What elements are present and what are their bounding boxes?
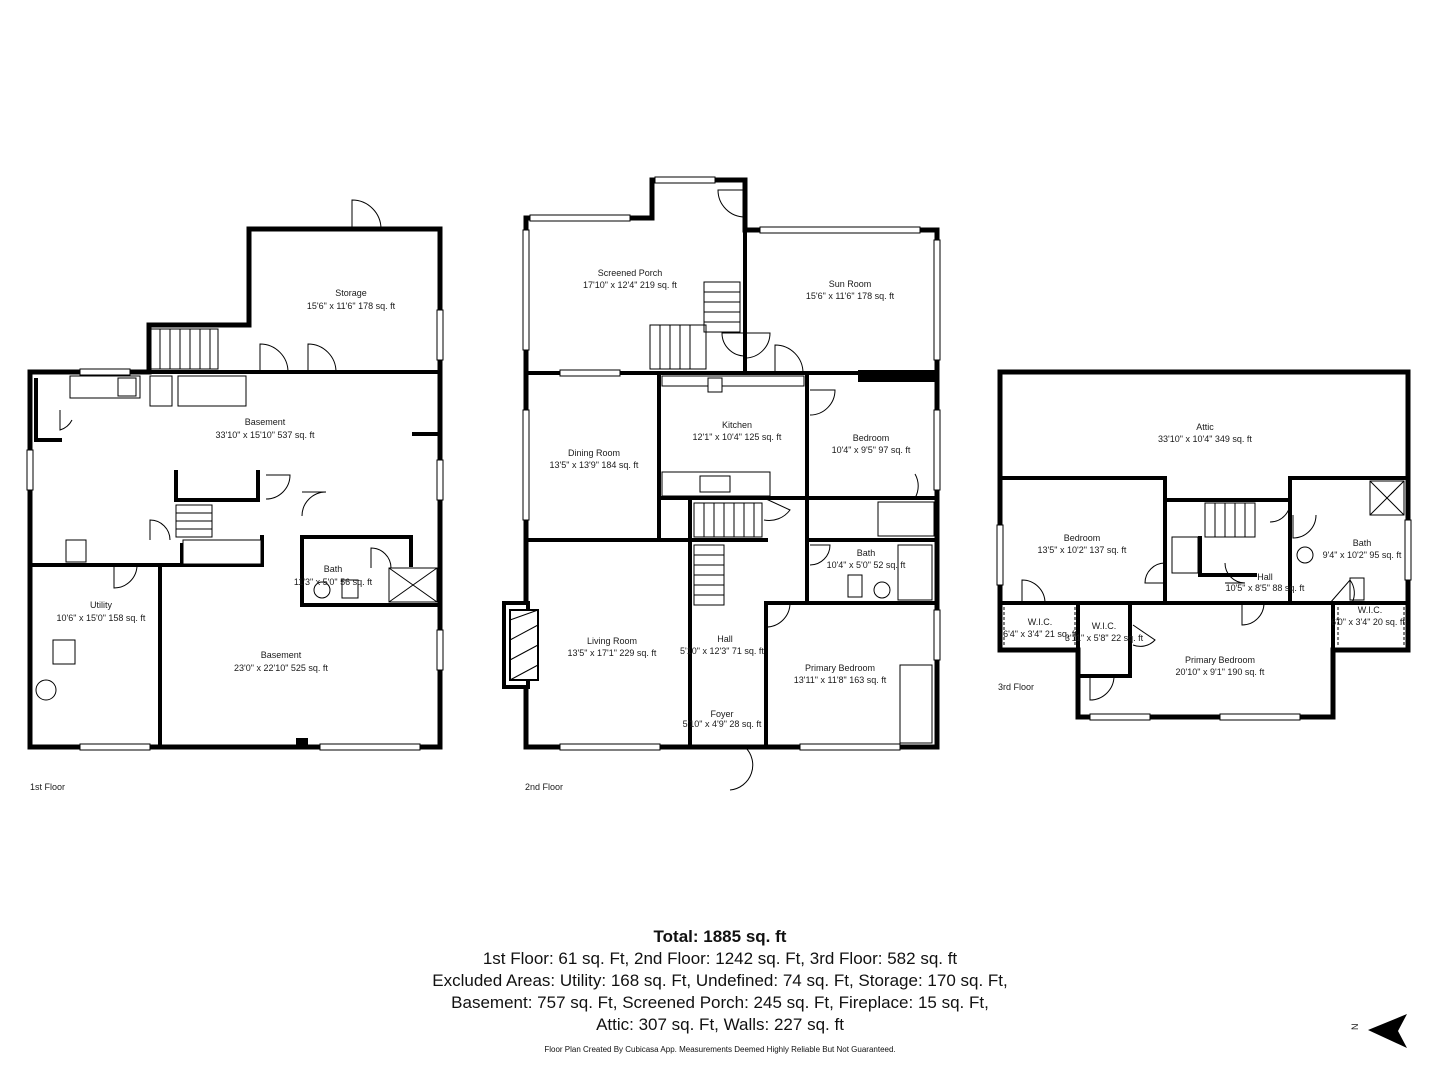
room-dims-hall-3: 10'5" x 8'5" 88 sq. ft <box>1226 583 1305 593</box>
room-name-utility: Utility <box>90 600 112 610</box>
room-dims-storage: 15'6" x 11'6" 178 sq. ft <box>307 301 396 311</box>
room-name-basement-upper: Basement <box>245 417 286 427</box>
summary-line: 1st Floor: 61 sq. Ft, 2nd Floor: 1242 sq… <box>482 949 958 968</box>
credit-note: Floor Plan Created By Cubicasa App. Meas… <box>544 1045 896 1054</box>
room-dims-living-room: 13'5" x 17'1" 229 sq. ft <box>568 648 657 658</box>
room-dims-sun-room: 15'6" x 11'6" 178 sq. ft <box>806 291 895 301</box>
room-name-living-room: Living Room <box>587 636 637 646</box>
floor-label-1st: 1st Floor <box>30 782 65 792</box>
summary-line: Basement: 757 sq. Ft, Screened Porch: 24… <box>451 993 989 1012</box>
room-name-wic-2: W.I.C. <box>1092 621 1117 631</box>
first-floor-plan <box>26 199 444 751</box>
room-dims-utility: 10'6" x 15'0" 158 sq. ft <box>57 613 146 623</box>
room-dims-foyer: 5'10" x 4'9" 28 sq. ft <box>683 719 762 729</box>
total-area: Total: 1885 sq. ft <box>653 927 787 946</box>
room-dims-bath-2: 10'4" x 5'0" 52 sq. ft <box>827 560 906 570</box>
room-name-primary-bedroom-2: Primary Bedroom <box>805 663 875 673</box>
room-dims-basement-upper: 33'10" x 15'10" 537 sq. ft <box>216 430 315 440</box>
area-summary: Total: 1885 sq. ft 1st Floor: 61 sq. Ft,… <box>300 926 1140 1036</box>
room-name-bedroom-2: Bedroom <box>853 433 890 443</box>
room-dims-dining-room: 13'5" x 13'9" 184 sq. ft <box>550 460 639 470</box>
room-dims-bath-3: 9'4" x 10'2" 95 sq. ft <box>1323 550 1402 560</box>
room-name-bedroom-3: Bedroom <box>1064 533 1101 543</box>
room-name-basement-lower: Basement <box>261 650 302 660</box>
summary-line: Attic: 307 sq. Ft, Walls: 227 sq. ft <box>596 1015 844 1034</box>
room-name-screened-porch: Screened Porch <box>598 268 663 278</box>
room-dims-wic-2: 3'11" x 5'8" 22 sq. ft <box>1065 633 1144 643</box>
room-dims-basement-lower: 23'0" x 22'10" 525 sq. ft <box>234 663 328 673</box>
room-dims-primary-bedroom-2: 13'11" x 11'8" 163 sq. ft <box>794 675 887 685</box>
room-dims-wic-3: 6'0" x 3'4" 20 sq. ft <box>1331 617 1405 627</box>
floor-label-2nd: 2nd Floor <box>525 782 563 792</box>
room-dims-screened-porch: 17'10" x 12'4" 219 sq. ft <box>583 280 677 290</box>
room-name-hall-3: Hall <box>1257 572 1273 582</box>
room-dims-attic: 33'10" x 10'4" 349 sq. ft <box>1158 434 1252 444</box>
room-name-bath-3: Bath <box>1353 538 1372 548</box>
room-name-hall-2: Hall <box>717 634 733 644</box>
floor-label-3rd: 3rd Floor <box>998 682 1034 692</box>
room-dims-bedroom-2: 10'4" x 9'5" 97 sq. ft <box>832 445 911 455</box>
room-dims-hall-2: 5'10" x 12'3" 71 sq. ft <box>680 646 764 656</box>
second-floor-plan <box>502 176 941 791</box>
room-name-kitchen: Kitchen <box>722 420 752 430</box>
room-name-primary-bedroom-3: Primary Bedroom <box>1185 655 1255 665</box>
room-labels: Storage 15'6" x 11'6" 178 sq. ft Basemen… <box>57 268 1406 729</box>
room-dims-primary-bedroom-3: 20'10" x 9'1" 190 sq. ft <box>1176 667 1265 677</box>
north-arrow-icon: N <box>1350 1014 1407 1048</box>
compass-label: N <box>1350 1024 1360 1031</box>
room-name-foyer: Foyer <box>710 709 733 719</box>
room-dims-wic-1: 6'4" x 3'4" 21 sq. ft <box>1003 629 1077 639</box>
room-dims-bath-1: 11'3" x 5'0" 56 sq. ft <box>294 577 373 587</box>
room-name-bath-2: Bath <box>857 548 876 558</box>
room-name-sun-room: Sun Room <box>829 279 872 289</box>
room-name-wic-3: W.I.C. <box>1358 605 1383 615</box>
room-dims-bedroom-3: 13'5" x 10'2" 137 sq. ft <box>1038 545 1127 555</box>
summary-line: Excluded Areas: Utility: 168 sq. Ft, Und… <box>432 971 1008 990</box>
room-name-storage: Storage <box>335 288 367 298</box>
room-name-dining-room: Dining Room <box>568 448 620 458</box>
room-name-wic-1: W.I.C. <box>1028 617 1053 627</box>
room-name-bath-1: Bath <box>324 564 343 574</box>
third-floor-plan <box>996 369 1412 721</box>
room-name-attic: Attic <box>1196 422 1214 432</box>
room-dims-kitchen: 12'1" x 10'4" 125 sq. ft <box>693 432 782 442</box>
